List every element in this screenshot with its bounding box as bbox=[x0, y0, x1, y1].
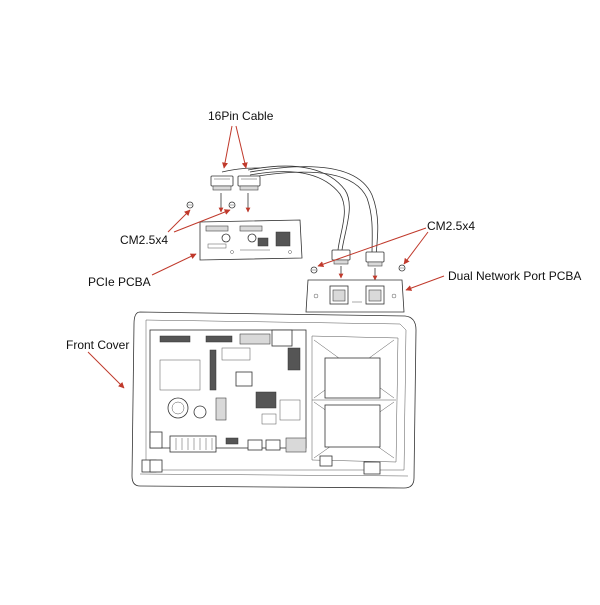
label-pcie-pcba: PCIe PCBA bbox=[88, 275, 151, 289]
dual-network-port-pcba bbox=[305, 279, 405, 313]
pcie-pcba-board bbox=[199, 219, 303, 261]
cable-connector-left-1 bbox=[210, 175, 234, 191]
screw-right-1 bbox=[310, 266, 318, 274]
cable-connector-right-2 bbox=[365, 251, 385, 267]
label-screw-left: CM2.5x4 bbox=[120, 233, 169, 247]
cable-connector-left-2 bbox=[237, 175, 261, 191]
screw-left-2 bbox=[228, 201, 236, 209]
screw-left-1 bbox=[186, 201, 194, 209]
assembly-guide-lines bbox=[218, 193, 378, 281]
cable-assembly bbox=[210, 165, 385, 267]
label-dual-network-port-pcba: Dual Network Port PCBA bbox=[448, 269, 582, 283]
cable-connector-right-1 bbox=[331, 249, 351, 265]
label-screw-right: CM2.5x4 bbox=[427, 219, 476, 233]
front-cover-housing bbox=[131, 311, 417, 489]
terminal-block bbox=[175, 438, 213, 450]
label-front-cover: Front Cover bbox=[66, 338, 130, 352]
callout-arrows bbox=[87, 125, 445, 389]
label-16pin-cable: 16Pin Cable bbox=[208, 109, 274, 123]
screw-right-2 bbox=[398, 264, 406, 272]
